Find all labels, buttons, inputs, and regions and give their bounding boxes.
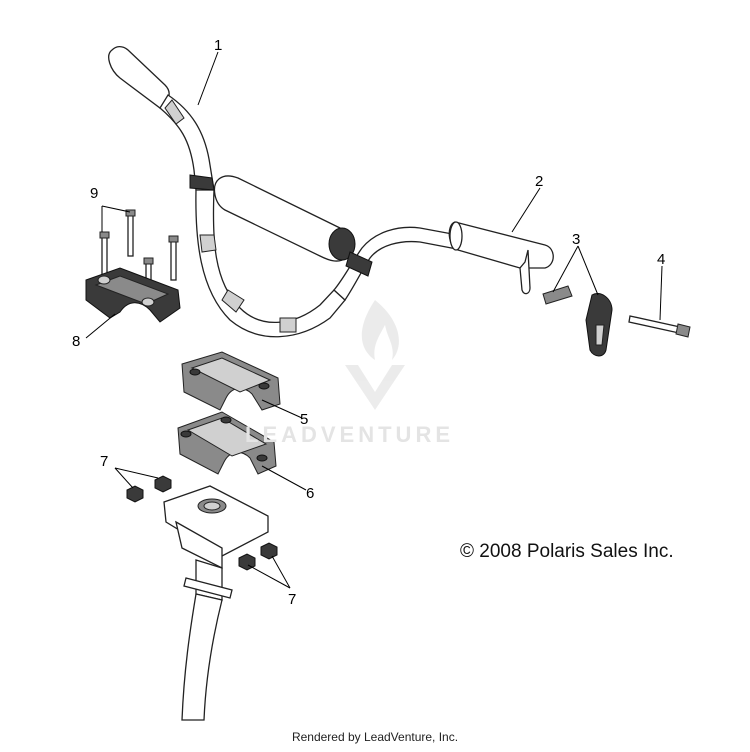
lower-clamp	[177, 411, 277, 475]
throttle-assembly	[542, 285, 613, 357]
callout-5: 5	[300, 411, 308, 428]
throttle-bolt	[628, 315, 691, 338]
leader-lines	[85, 51, 663, 589]
callout-1: 1	[214, 37, 222, 54]
nuts	[126, 475, 278, 571]
watermark-logo	[345, 300, 405, 410]
callout-9: 9	[90, 185, 98, 202]
steering-post	[163, 485, 269, 721]
riser-block	[181, 351, 281, 411]
watermark-text: LEADVENTURE	[245, 422, 455, 447]
callout-7-upper: 7	[100, 453, 108, 470]
footer-credit: Rendered by LeadVenture, Inc.	[291, 730, 459, 744]
callout-2: 2	[535, 173, 543, 190]
callout-4: 4	[657, 251, 665, 268]
callout-3: 3	[572, 231, 580, 248]
callout-7-lower: 7	[288, 591, 296, 608]
upper-clamp	[85, 267, 181, 323]
callout-6: 6	[306, 485, 314, 502]
callout-8: 8	[72, 333, 80, 350]
copyright-notice: © 2008 Polaris Sales Inc.	[460, 541, 674, 562]
right-grip	[448, 221, 554, 295]
